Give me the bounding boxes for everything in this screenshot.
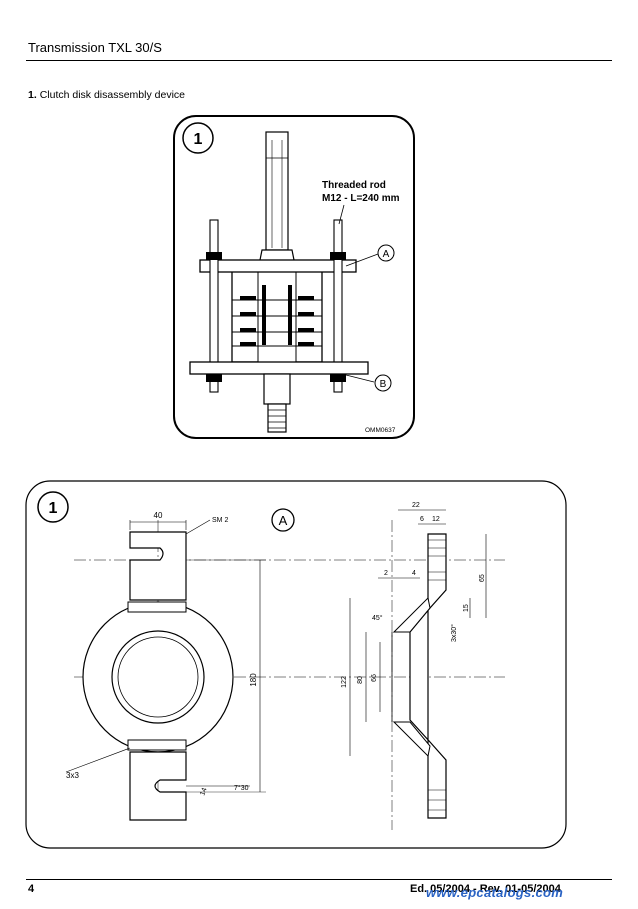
dim-180: 180 xyxy=(249,673,258,687)
dim-22: 22 xyxy=(412,502,420,509)
dim-14: 14 xyxy=(199,787,208,797)
figure-1-code: OMM0637 xyxy=(365,427,396,434)
figure-1-callout-a-text: A xyxy=(383,249,390,260)
dim-15: 15 xyxy=(463,604,470,612)
figure-2-badge xyxy=(37,491,69,523)
section-title: 1. Clutch disk disassembly device xyxy=(28,89,185,101)
footer-edition: Ed. 05/2004 - Rev. 01-05/2004 xyxy=(410,883,561,895)
threaded-rod-label-line1: Threaded rod xyxy=(322,180,386,191)
figure-2-detail-a: 1 A 40 SM 2 180 xyxy=(25,480,567,849)
dim-122: 122 xyxy=(341,676,348,688)
figure-1-assembly: 1 xyxy=(173,115,415,439)
dim-12: 12 xyxy=(432,516,440,523)
dim-3x30: 3x30° xyxy=(450,624,458,642)
watermark: www.epcatalogs.com xyxy=(426,885,564,900)
dim-sm2: SM 2 xyxy=(212,517,228,524)
footer-rule xyxy=(26,879,612,880)
dim-66: 66 xyxy=(371,674,378,682)
dim-6: 6 xyxy=(420,516,424,523)
figure-2-callout-a xyxy=(271,508,295,532)
figure-1-callout-a xyxy=(377,244,395,262)
dim-80: 80 xyxy=(357,676,364,684)
dim-65: 65 xyxy=(479,574,486,582)
dim-40: 40 xyxy=(154,511,163,520)
dim-2: 2 xyxy=(384,570,388,577)
figure-1-badge-number: 1 xyxy=(194,131,203,148)
figure-1-badge xyxy=(182,122,214,154)
dim-4: 4 xyxy=(412,570,416,577)
figure-2-badge-number: 1 xyxy=(49,500,58,517)
section-text: Clutch disk disassembly device xyxy=(39,89,185,101)
figure-1-callout-b xyxy=(374,374,392,392)
threaded-rod-label-line2: M12 - L=240 mm xyxy=(322,193,400,204)
dim-angle-730: 7°30 xyxy=(234,784,249,792)
figure-2-callout-a-text: A xyxy=(279,513,288,528)
section-number: 1. xyxy=(28,89,37,101)
dim-chamfer: 3x3 xyxy=(66,771,79,780)
footer-page-number: 4 xyxy=(28,883,35,895)
page-header-title: Transmission TXL 30/S xyxy=(28,40,162,55)
dim-45-deg: 45° xyxy=(372,614,383,622)
figure-1-callout-b-text: B xyxy=(380,379,387,390)
header-rule xyxy=(26,60,612,61)
